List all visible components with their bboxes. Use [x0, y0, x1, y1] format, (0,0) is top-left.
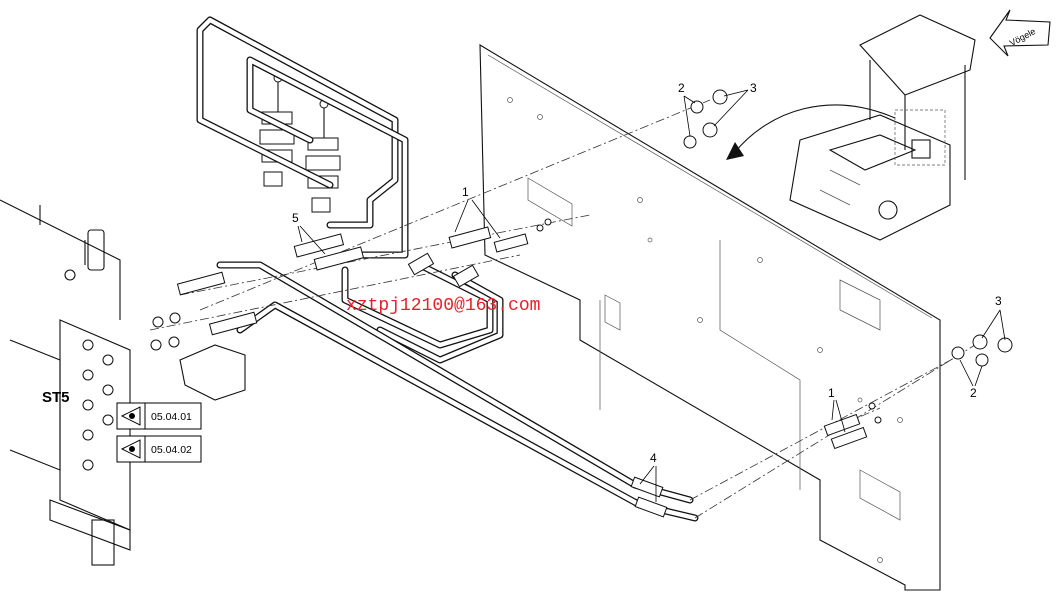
- watermark-text: xztpj12100@163.com: [346, 296, 540, 316]
- left-fittings: [150, 271, 258, 401]
- callout-2-lower: 2: [959, 359, 983, 400]
- callout-3-lower: 3: [981, 294, 1006, 341]
- paver-machine-illustration: [789, 14, 976, 241]
- callout-2-upper: 2: [678, 81, 696, 137]
- fitting-pair-1-lower: [823, 402, 882, 450]
- hose-set-long: [216, 261, 699, 522]
- reference-code: 05.04.02: [151, 444, 192, 456]
- curved-pointer-arrow: [734, 104, 896, 153]
- frame-plate: [479, 44, 941, 591]
- callout-3-upper: 3: [713, 81, 757, 127]
- svg-text:3: 3: [750, 81, 757, 95]
- svg-text:1: 1: [828, 386, 835, 400]
- hose-set-mid: [341, 261, 504, 364]
- arrow-head: [726, 142, 744, 160]
- svg-text:3: 3: [995, 294, 1002, 308]
- svg-text:4: 4: [650, 451, 657, 465]
- fitting-pair-4: [630, 476, 668, 518]
- svg-text:2: 2: [678, 81, 685, 95]
- callout-5: 5: [292, 211, 326, 255]
- eye-view-icon: [120, 406, 141, 426]
- nuts-upper: [683, 89, 728, 149]
- eye-view-icon: [120, 439, 141, 459]
- svg-text:5: 5: [292, 211, 299, 225]
- svg-text:1: 1: [462, 185, 469, 199]
- valve-block-st5: [0, 199, 131, 566]
- fitting-pair-1-upper: [407, 218, 552, 288]
- clamp-bracket-assembly: [259, 73, 341, 213]
- callout-1-lower: 1: [828, 386, 846, 433]
- fitting-pair-5: [293, 233, 365, 271]
- callout-4: 4: [639, 451, 657, 502]
- hose-loop-upper: [196, 16, 409, 259]
- station-label: ST5: [42, 389, 70, 406]
- reference-box-2: 05.04.02: [116, 435, 202, 463]
- reference-box-1: 05.04.01: [116, 402, 202, 430]
- callout-1-upper: 1: [454, 185, 501, 239]
- reference-code: 05.04.01: [151, 411, 192, 423]
- vogele-logo-arrow: Vögele: [989, 9, 1051, 57]
- svg-text:2: 2: [970, 386, 977, 400]
- assembly-center-lines: [149, 99, 976, 519]
